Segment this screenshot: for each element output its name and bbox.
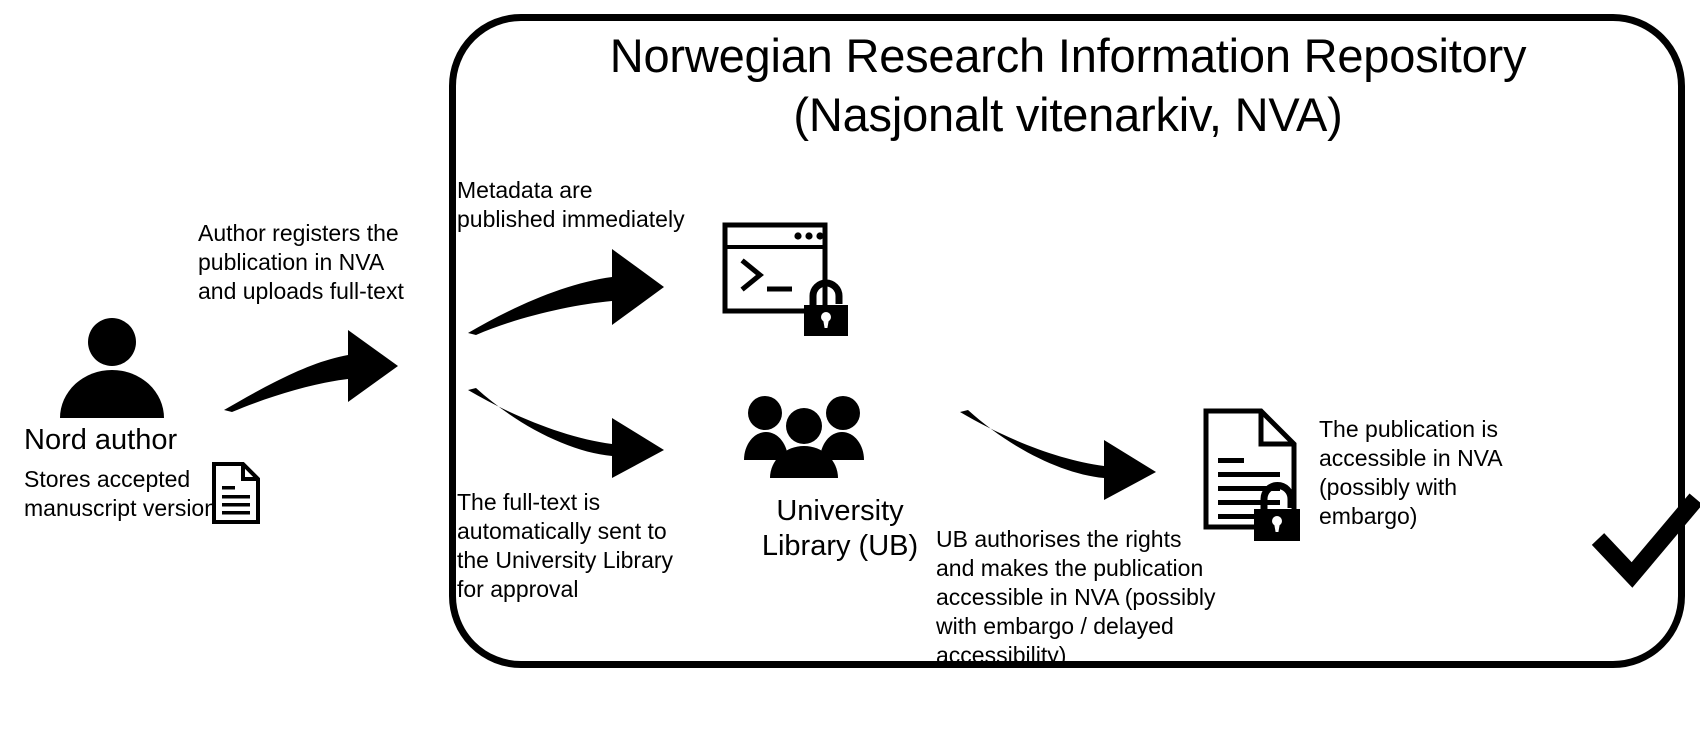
author-registers-note: Author registers the publication in NVA … [198,219,428,306]
group-people-icon [744,396,864,478]
publication-accessible-line-1: The publication is [1319,416,1498,442]
group-person-left-head [748,396,782,430]
publication-accessible-line-4: embargo) [1319,503,1418,529]
publication-accessible-note: The publication is accessible in NVA (po… [1319,415,1529,531]
document-icon [212,462,260,524]
curved-arrow-right-icon [958,408,1158,500]
author-registers-line-3: and uploads full-text [198,278,404,304]
fulltext-line-2: automatically sent to [457,518,667,544]
open-padlock-icon [800,276,856,338]
curved-arrow-right-icon [466,386,666,478]
publication-accessible-line-3: (possibly with [1319,474,1458,500]
university-library-line-1: University [776,495,904,527]
group-person-right-head [826,396,860,430]
person-body-shape [60,370,164,418]
ub-authorises-note: UB authorises the rights and makes the p… [936,525,1216,670]
curved-arrow-right-icon [466,243,666,335]
stores-manuscript-line-2: manuscript version [24,495,218,521]
ub-authorises-line-1: UB authorises the rights [936,526,1182,552]
open-padlock-icon [1250,478,1308,542]
metadata-published-note: Metadata are published immediately [457,176,757,234]
author-registers-line-2: publication in NVA [198,249,385,275]
university-library-line-2: Library (UB) [761,530,919,562]
person-icon [60,318,164,418]
ub-authorises-line-3: accessible in NVA (possibly [936,584,1216,610]
terminal-window-icon [722,222,828,314]
ub-authorises-line-4: with embargo / delayed [936,613,1174,639]
author-registers-line-1: Author registers the [198,220,399,246]
curved-arrow-right-icon [222,322,400,412]
checkmark-icon [1591,487,1700,588]
fulltext-line-1: The full-text is [457,489,601,515]
stores-manuscript-note: Stores accepted manuscript version [24,465,218,523]
person-head-shape [88,318,136,366]
page-title: Norwegian Research Information Repositor… [470,26,1666,144]
nva-repository-container [449,14,1685,668]
ub-authorises-line-5: accessibility) [936,642,1067,668]
metadata-line-2: published immediately [457,206,685,232]
fulltext-sent-note: The full-text is automatically sent to t… [457,488,697,604]
title-line-1: Norwegian Research Information Repositor… [609,29,1527,82]
stores-manuscript-line-1: Stores accepted [24,466,191,492]
ub-authorises-line-2: and makes the publication [936,555,1204,581]
title-line-2: (Nasjonalt vitenarkiv, NVA) [793,88,1343,141]
fulltext-line-4: for approval [457,576,579,602]
nord-author-label-text: Nord author [24,424,178,456]
fulltext-line-3: the University Library [457,547,674,573]
publication-accessible-line-2: accessible in NVA [1319,445,1503,471]
document-icon [1203,408,1297,530]
university-library-label: University Library (UB) [740,494,940,564]
group-person-center-head [786,408,822,444]
metadata-line-1: Metadata are [457,177,593,203]
nord-author-label: Nord author [24,423,244,458]
